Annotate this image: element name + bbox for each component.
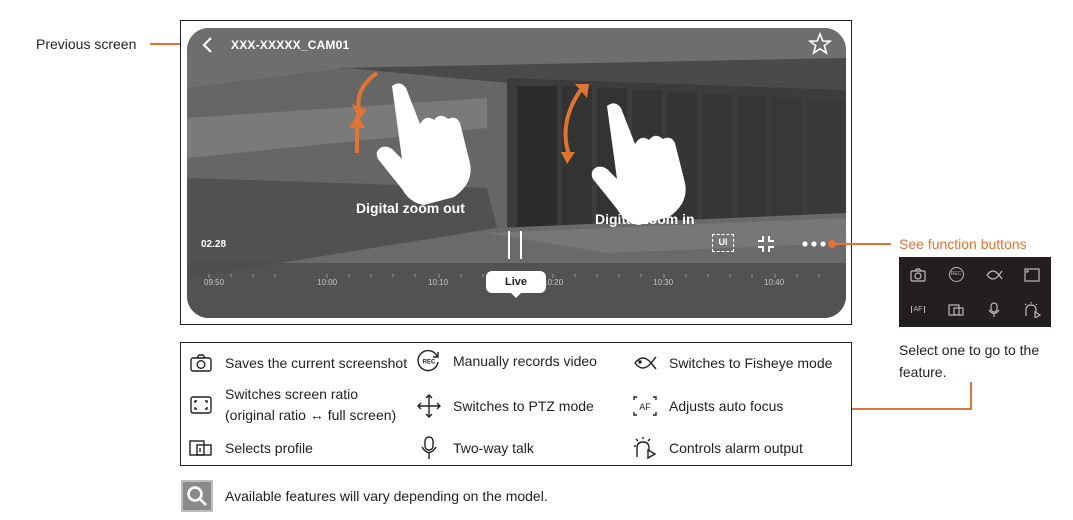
legend-text: Switches to Fisheye mode <box>669 354 833 371</box>
camera-icon <box>189 351 213 375</box>
playback-position-marker[interactable] <box>508 231 522 259</box>
fullscreen-exit-icon[interactable] <box>757 235 775 253</box>
legend-text: Selects profile <box>225 439 313 456</box>
legend-text: Adjusts auto focus <box>669 397 784 414</box>
ptz-icon <box>417 394 441 418</box>
svg-text:REC: REC <box>423 360 436 366</box>
zoom-out-label: Digital zoom out <box>356 200 465 216</box>
profile-icon <box>189 436 213 460</box>
legend-text: Switches screen ratio(original ratio ↔ f… <box>225 386 397 423</box>
legend-item-fisheye: Switches to Fisheye mode <box>633 351 832 375</box>
microphone-icon[interactable] <box>975 292 1013 327</box>
legend-text: Saves the current screenshot <box>225 354 408 371</box>
legend-item-autofocus: AF Adjusts auto focus <box>633 394 783 418</box>
select-text-bracket <box>852 408 972 410</box>
timeline-tick-label: 10:30 <box>653 278 674 287</box>
screen-ratio-icon <box>189 393 213 417</box>
select-text-bracket <box>970 382 972 410</box>
back-icon[interactable] <box>197 34 219 56</box>
camera-icon[interactable] <box>899 257 937 292</box>
timeline-tick-label: 10:20 <box>543 278 564 287</box>
legend-text: Switches to PTZ mode <box>453 397 594 414</box>
ui-toggle-button[interactable]: UI <box>712 234 734 252</box>
current-time: 02.28 <box>201 239 227 250</box>
live-button[interactable]: Live <box>486 271 546 298</box>
legend-item-talk: Two-way talk <box>417 436 534 460</box>
live-view-screen: XXX-XXXXX_CAM01 Digital zoom out Digital… <box>187 28 846 318</box>
previous-screen-leader <box>150 43 184 45</box>
alarm-icon <box>633 436 657 460</box>
microphone-icon <box>417 436 441 460</box>
legend-text: Manually records video <box>453 352 597 369</box>
star-icon[interactable] <box>807 31 833 56</box>
function-button-panel: REC AF <box>899 257 1051 327</box>
autofocus-icon[interactable]: AF <box>899 292 937 327</box>
legend-item-screen-ratio: Switches screen ratio(original ratio ↔ f… <box>189 384 396 426</box>
timeline-tick-label: 10:00 <box>317 278 338 287</box>
timeline-tick-label: 10:10 <box>428 278 449 287</box>
fisheye-icon <box>633 351 657 375</box>
timeline-tick-label: 10:40 <box>764 278 785 287</box>
svg-text:AF: AF <box>639 402 651 412</box>
note-text: Available features will vary depending o… <box>225 488 548 504</box>
function-buttons-leader <box>833 243 891 245</box>
rec-icon[interactable]: REC <box>937 257 975 292</box>
legend-item-profile: Selects profile <box>189 436 313 460</box>
model-note: Available features will vary depending o… <box>181 480 548 512</box>
legend-item-screenshot: Saves the current screenshot <box>189 351 407 375</box>
camera-scene <box>187 28 846 318</box>
rec-icon: REC <box>417 349 441 373</box>
select-feature-text: Select one to go to the feature. <box>899 342 1040 380</box>
zoom-in-label: Digital zoom in <box>595 211 695 227</box>
timeline-track[interactable] <box>187 272 846 296</box>
magnifier-icon <box>181 480 213 512</box>
more-icon[interactable] <box>801 237 827 249</box>
previous-screen-callout: Previous screen <box>36 36 137 52</box>
function-legend: Saves the current screenshot REC Manuall… <box>180 342 852 466</box>
legend-item-ptz: Switches to PTZ mode <box>417 394 594 418</box>
autofocus-icon: AF <box>633 394 657 418</box>
screen-ratio-icon[interactable] <box>1013 257 1051 292</box>
legend-item-alarm: Controls alarm output <box>633 436 803 460</box>
leader-dot <box>828 240 836 248</box>
camera-name: XXX-XXXXX_CAM01 <box>231 38 350 52</box>
timeline-tick-label: 09:50 <box>204 278 225 287</box>
legend-text: Two-way talk <box>453 439 534 456</box>
fisheye-icon[interactable] <box>975 257 1013 292</box>
profile-icon[interactable] <box>937 292 975 327</box>
alarm-icon[interactable] <box>1013 292 1051 327</box>
legend-text: Controls alarm output <box>669 439 803 456</box>
legend-item-record: REC Manually records video <box>417 349 597 373</box>
function-buttons-callout: See function buttons <box>899 236 1027 252</box>
